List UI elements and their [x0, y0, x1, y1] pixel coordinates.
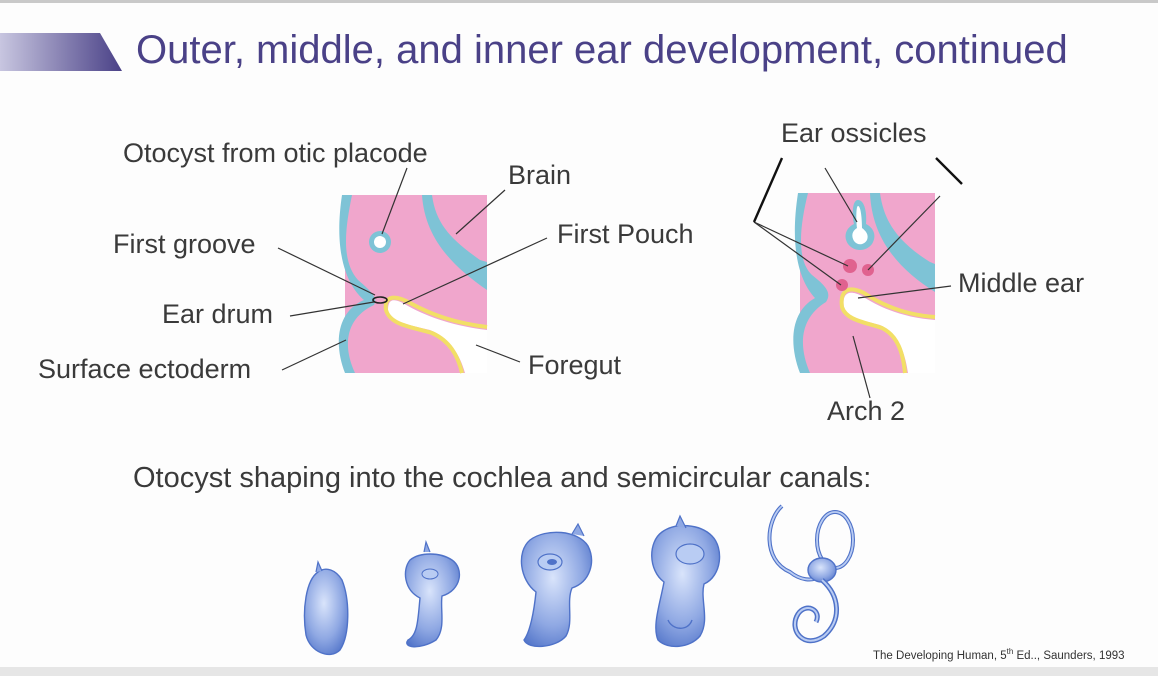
otocyst-stage-2 — [405, 542, 459, 647]
label-otocyst: Otocyst from otic placode — [123, 138, 428, 169]
citation-suffix: Ed.., Saunders, 1993 — [1013, 650, 1124, 662]
right-embryo-section — [754, 158, 962, 398]
label-arch-2: Arch 2 — [827, 396, 905, 427]
left-embryo-section — [278, 168, 547, 373]
label-ear-ossicles: Ear ossicles — [781, 118, 927, 149]
bottom-border — [0, 667, 1158, 676]
label-middle-ear: Middle ear — [958, 268, 1084, 299]
citation: The Developing Human, 5th Ed.., Saunders… — [873, 647, 1125, 662]
label-foregut: Foregut — [528, 350, 621, 381]
label-first-groove: First groove — [113, 229, 256, 260]
otocyst-stage-3 — [521, 524, 591, 646]
otocyst-subtitle: Otocyst shaping into the cochlea and sem… — [133, 462, 871, 495]
label-surface-ectoderm: Surface ectoderm — [38, 354, 251, 385]
label-ear-drum: Ear drum — [162, 299, 273, 330]
label-first-pouch: First Pouch — [557, 219, 694, 250]
citation-prefix: The Developing Human, 5 — [873, 650, 1007, 662]
label-brain: Brain — [508, 160, 571, 191]
otocyst-stage-1 — [305, 562, 348, 654]
otocyst-stage-4 — [652, 516, 720, 646]
otocyst-stage-5-cochlea — [769, 506, 853, 641]
